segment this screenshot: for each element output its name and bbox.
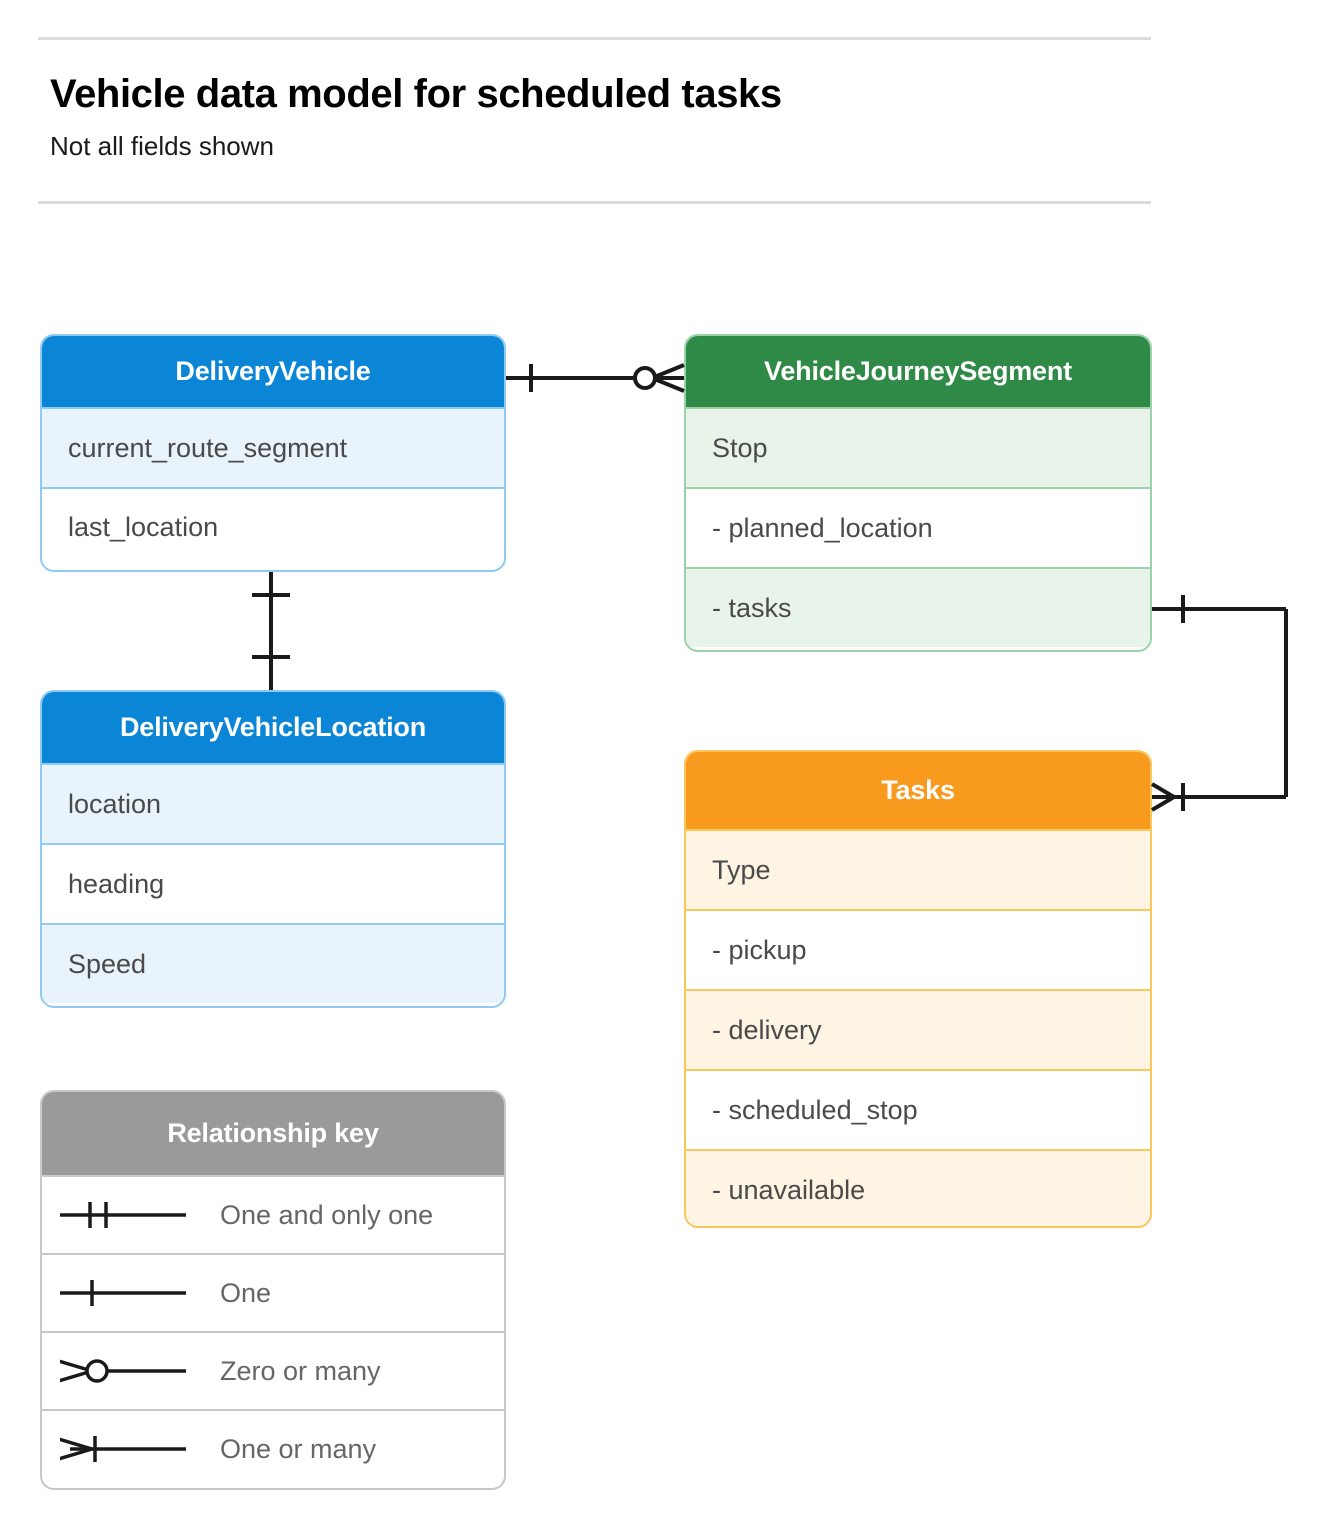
page-title: Vehicle data model for scheduled tasks [50,72,782,116]
legend-item-one-or-many: One or many [42,1409,504,1487]
legend-label-one-and-only-one: One and only one [220,1199,434,1230]
entity-delivery-vehicle-location[interactable]: DeliveryVehicleLocation location heading… [40,690,506,1008]
zero-or-many-icon [42,1354,220,1388]
one-or-many-icon [42,1432,220,1466]
connector-vehicle-to-journey-segment [506,363,685,393]
field-stop: Stop [686,407,1150,487]
field-planned-location: - planned_location [686,487,1150,567]
one-and-only-one-icon [42,1198,220,1232]
field-current-route-segment: current_route_segment [42,407,504,487]
connector-vehicle-to-vehicle-location [252,572,290,690]
field-last-location: last_location [42,487,504,566]
connector-journey-segment-tasks-to-tasks [1150,595,1288,812]
entity-header-tasks: Tasks [686,752,1150,829]
entity-header-delivery-vehicle: DeliveryVehicle [42,336,504,407]
legend-item-one: One [42,1253,504,1331]
entity-tasks[interactable]: Tasks Type - pickup - delivery - schedul… [684,750,1152,1228]
field-location: location [42,763,504,843]
one-icon [42,1276,220,1310]
field-delivery: - delivery [686,989,1150,1069]
legend-header: Relationship key [42,1092,504,1175]
legend-item-zero-or-many: Zero or many [42,1331,504,1409]
entity-delivery-vehicle[interactable]: DeliveryVehicle current_route_segment la… [40,334,506,572]
legend-item-one-and-only-one: One and only one [42,1175,504,1253]
field-type: Type [686,829,1150,909]
relationship-key-legend[interactable]: Relationship key One and only one [40,1090,506,1490]
legend-label-one: One [220,1277,272,1308]
field-unavailable: - unavailable [686,1149,1150,1226]
field-pickup: - pickup [686,909,1150,989]
entity-header-delivery-vehicle-location: DeliveryVehicleLocation [42,692,504,763]
page-subtitle: Not all fields shown [50,131,274,161]
field-speed: Speed [42,923,504,1003]
header-divider-bottom [38,201,1151,204]
legend-label-zero-or-many: Zero or many [220,1355,381,1386]
field-heading: heading [42,843,504,923]
field-scheduled-stop: - scheduled_stop [686,1069,1150,1149]
legend-label-one-or-many: One or many [220,1433,377,1464]
field-tasks: - tasks [686,567,1150,647]
entity-vehicle-journey-segment[interactable]: VehicleJourneySegment Stop - planned_loc… [684,334,1152,652]
entity-header-vehicle-journey-segment: VehicleJourneySegment [686,336,1150,407]
header-divider-top [38,37,1151,40]
